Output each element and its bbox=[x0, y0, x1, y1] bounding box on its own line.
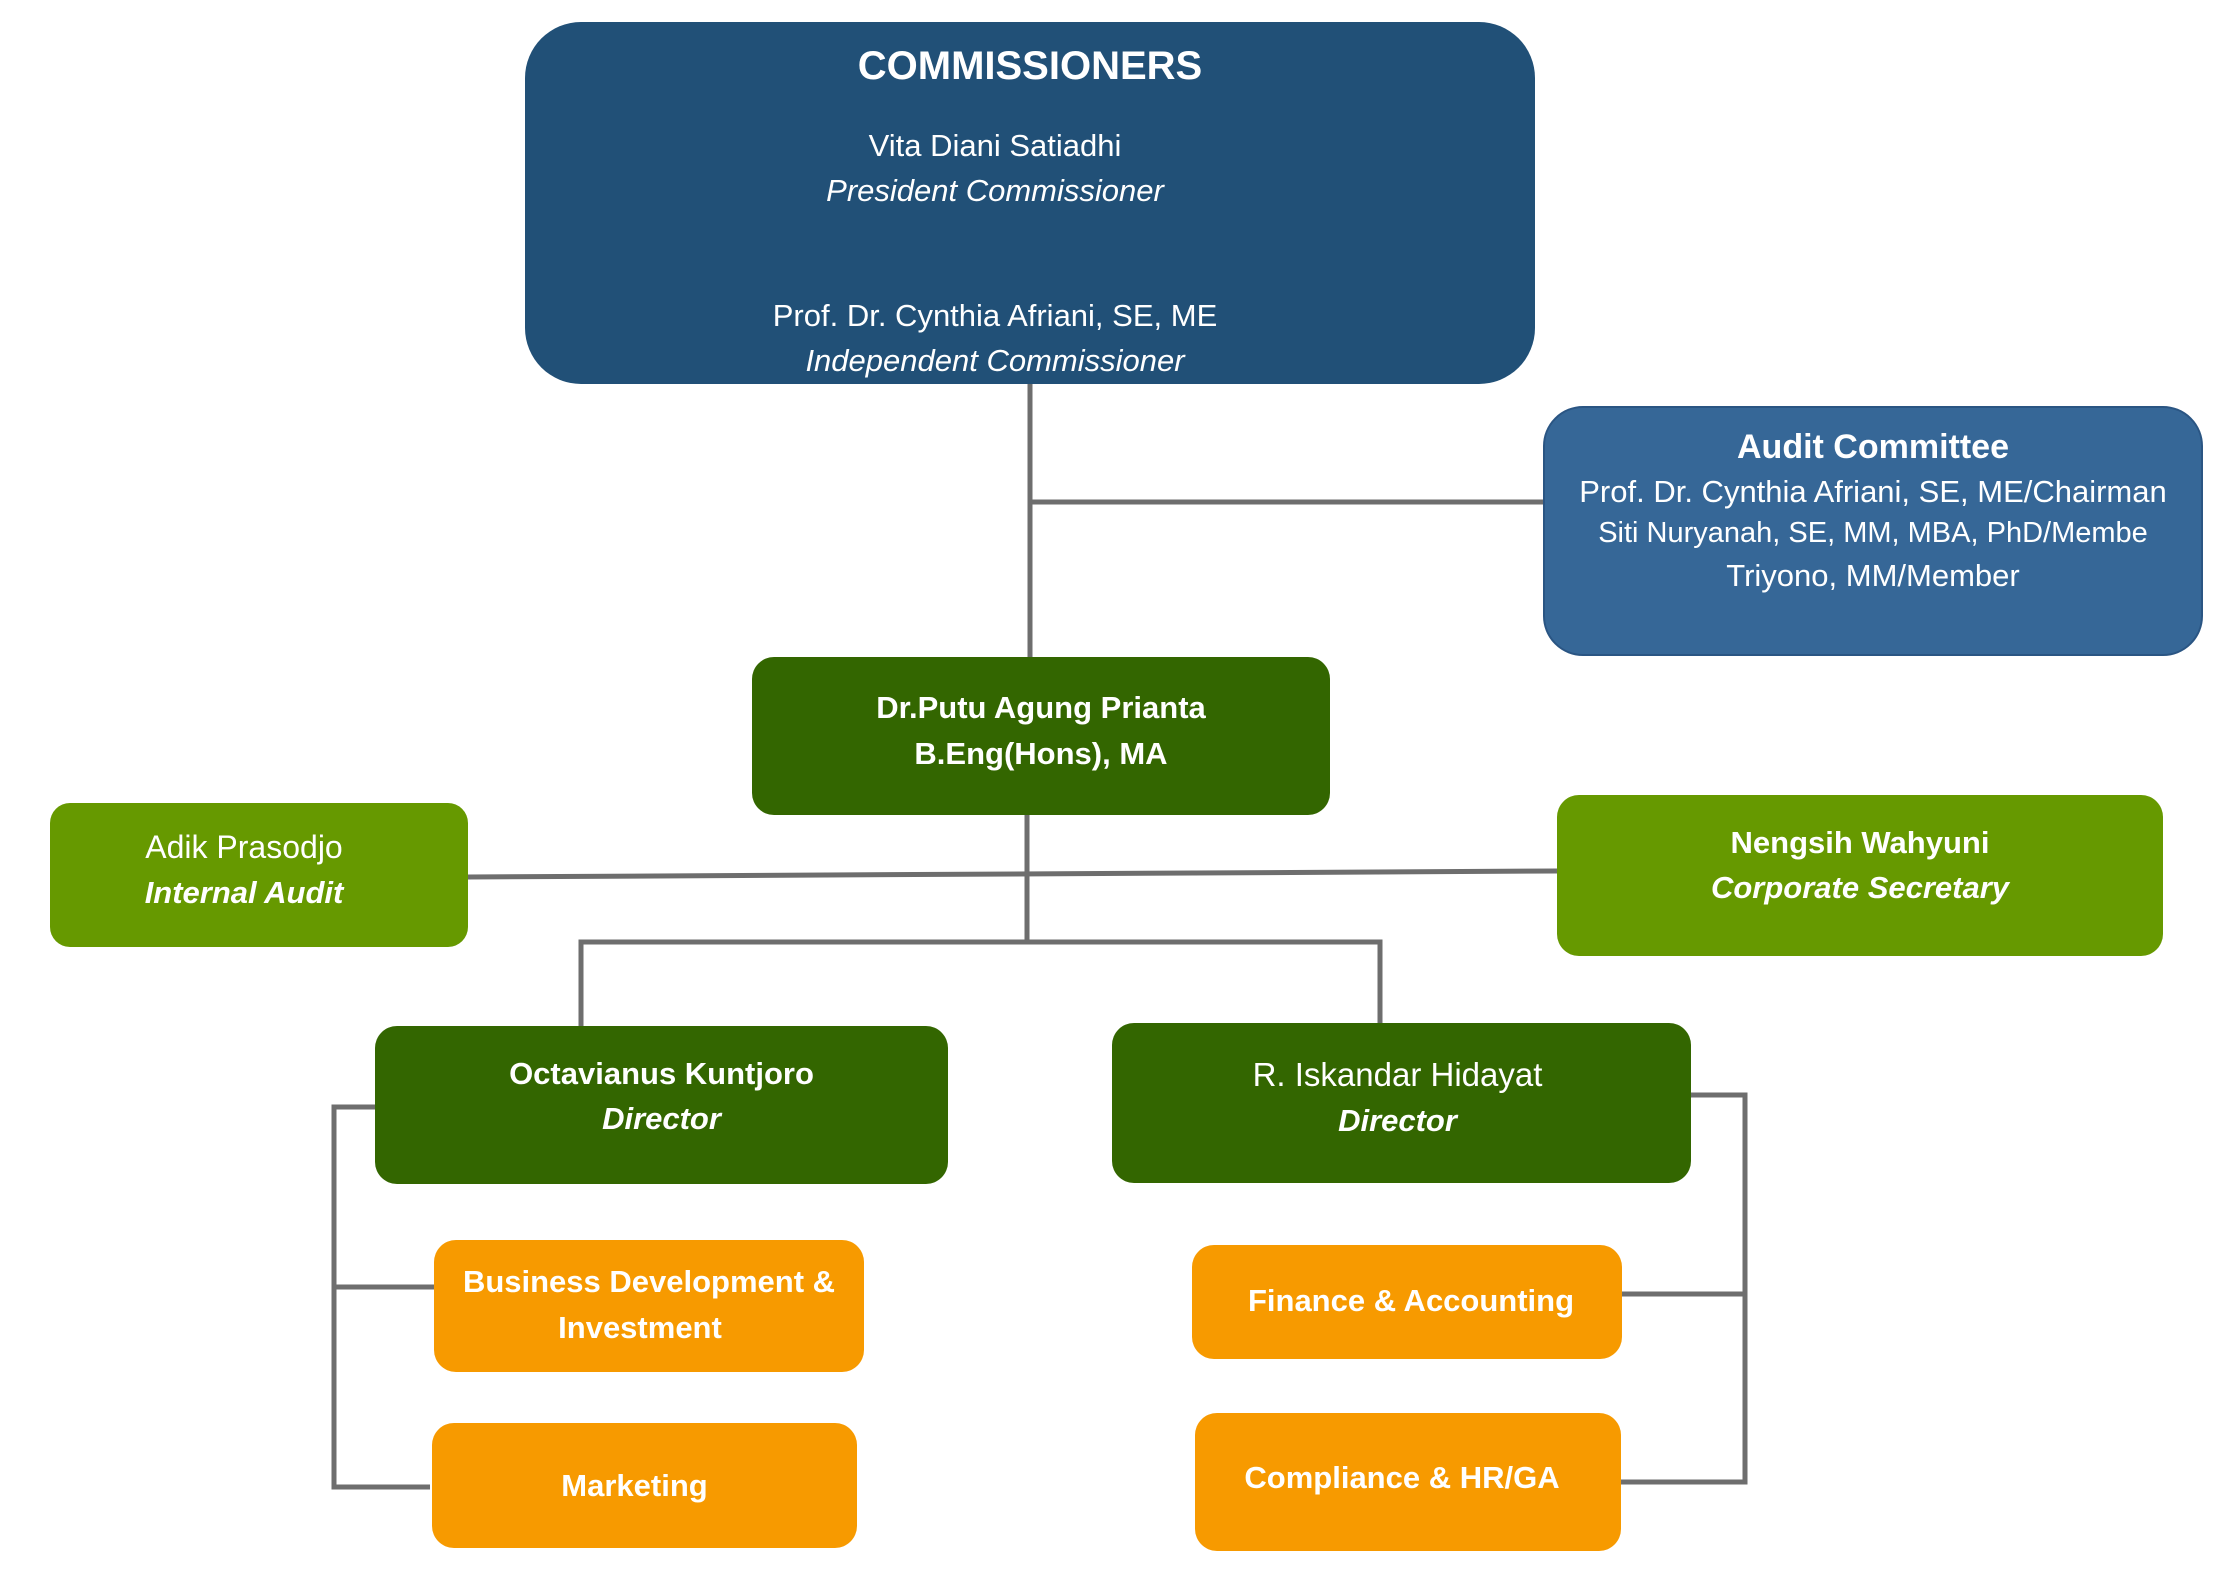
commissioners-title: COMMISSIONERS bbox=[857, 44, 1203, 88]
corporate-secretary-box: Nengsih Wahyuni Corporate Secretary bbox=[1557, 795, 2163, 956]
independent-commissioner-name: Prof. Dr. Cynthia Afriani, SE, ME bbox=[772, 298, 1218, 333]
department-label: Investment bbox=[558, 1310, 722, 1345]
department-label: Business Development & bbox=[462, 1264, 836, 1299]
commissioners-box: COMMISSIONERS Vita Diani Satiadhi Presid… bbox=[525, 22, 1535, 384]
president-commissioner-name: Vita Diani Satiadhi bbox=[868, 128, 1122, 163]
department-compliance-box: Compliance & HR/GA bbox=[1195, 1413, 1621, 1551]
corporate-secretary-role: Corporate Secretary bbox=[1710, 870, 2010, 905]
audit-committee-member: Prof. Dr. Cynthia Afriani, SE, ME/Chairm… bbox=[1579, 474, 2167, 509]
internal-audit-name: Adik Prasodjo bbox=[145, 829, 343, 865]
audit-committee-title: Audit Committee bbox=[1737, 428, 2009, 466]
director-box-1: Octavianus Kuntjoro Director bbox=[375, 1026, 948, 1184]
president-commissioner-role: President Commissioner bbox=[826, 173, 1164, 208]
audit-committee-member: Siti Nuryanah, SE, MM, MBA, PhD/Membe bbox=[1598, 517, 2148, 549]
connector-dir2-rail bbox=[1621, 1092, 1748, 1485]
connector-directors-bus bbox=[578, 939, 1383, 1026]
department-business-development-box: Business Development & Investment bbox=[434, 1240, 864, 1372]
department-finance-box: Finance & Accounting bbox=[1192, 1245, 1622, 1359]
director-name: Octavianus Kuntjoro bbox=[509, 1056, 814, 1091]
connector-staff-line bbox=[467, 868, 1558, 880]
audit-committee-box: Audit Committee Prof. Dr. Cynthia Afrian… bbox=[1543, 406, 2203, 656]
audit-committee-member: Triyono, MM/Member bbox=[1726, 558, 2020, 593]
independent-commissioner-role: Independent Commissioner bbox=[805, 343, 1185, 378]
connector-dir1-rail bbox=[331, 1104, 430, 1490]
department-label: Marketing bbox=[561, 1468, 708, 1503]
department-label: Compliance & HR/GA bbox=[1244, 1459, 1560, 1495]
internal-audit-box: Adik Prasodjo Internal Audit bbox=[50, 803, 468, 947]
department-label: Finance & Accounting bbox=[1247, 1282, 1575, 1318]
internal-audit-role: Internal Audit bbox=[144, 875, 344, 910]
president-director-name: Dr.Putu Agung Prianta bbox=[876, 690, 1206, 725]
department-marketing-box: Marketing bbox=[432, 1423, 857, 1548]
corporate-secretary-name: Nengsih Wahyuni bbox=[1730, 825, 1990, 860]
director-role: Director bbox=[602, 1101, 721, 1136]
director-box-2: R. Iskandar Hidayat Director bbox=[1112, 1023, 1691, 1183]
director-name: R. Iskandar Hidayat bbox=[1252, 1056, 1543, 1093]
president-director-degrees: B.Eng(Hons), MA bbox=[914, 736, 1168, 771]
president-director-box: Dr.Putu Agung Prianta B.Eng(Hons), MA bbox=[752, 657, 1330, 815]
director-role: Director bbox=[1338, 1103, 1457, 1138]
